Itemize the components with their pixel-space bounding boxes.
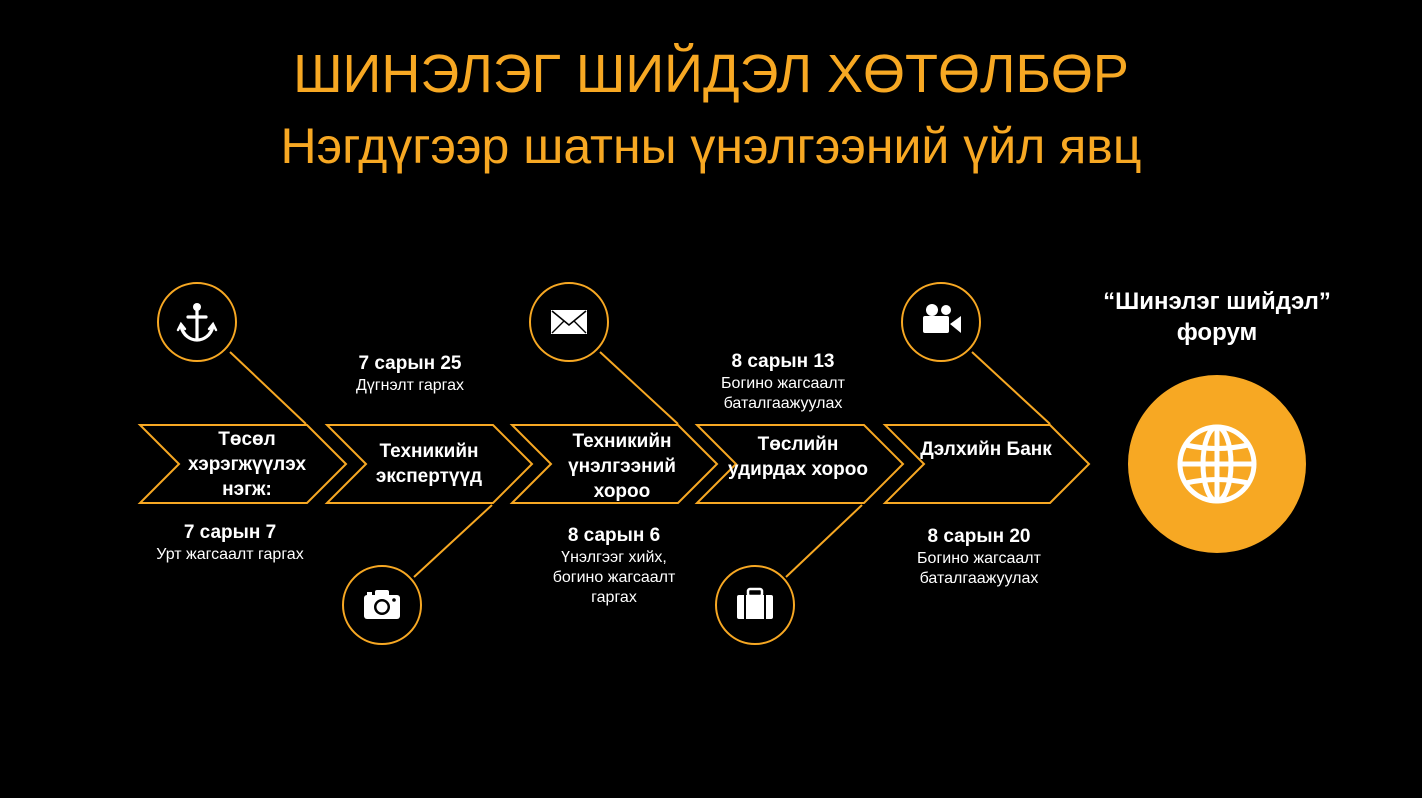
connector-lines [229, 351, 1051, 578]
anchor-icon [176, 303, 218, 342]
step-label-1: Төсөл хэрэгжүүлэх нэгж: [187, 429, 307, 500]
process-chevrons [137, 424, 1091, 504]
camera-icon [364, 590, 400, 619]
milestone-5: 8 сарын 20 Богино жагсаалт баталгаажуула… [869, 524, 1089, 589]
connector-line-1 [229, 351, 307, 425]
chevron-step-2 [324, 424, 534, 504]
chevron-step-5 [882, 424, 1091, 504]
milestone-text: Богино жагсаалт баталгаажуулах [721, 375, 845, 412]
page-subtitle: Нэгдүгээр шатны үнэлгээний үйл явц [280, 118, 1142, 174]
forum-label: “Шинэлэг шийдэл” форум [1103, 288, 1331, 346]
connector-line-4 [785, 504, 863, 578]
step-label-5: Дэлхийн Банк [920, 439, 1052, 460]
milestone-date: 7 сарын 25 [358, 353, 462, 374]
envelope-icon [551, 310, 587, 334]
video-camera-icon [923, 304, 961, 333]
connector-line-2 [413, 504, 493, 578]
step-label-4: Төслийн удирдах хороо [728, 434, 868, 480]
milestone-text: Дүгнэлт гаргах [355, 377, 465, 394]
milestone-date: 7 сарын 7 [183, 522, 277, 543]
milestone-text: Богино жагсаалт баталгаажуулах [917, 550, 1041, 587]
globe-icon [1177, 424, 1257, 504]
connector-line-5 [971, 351, 1051, 425]
chevron-step-3 [509, 424, 719, 504]
icon-circles [157, 282, 981, 645]
milestone-text: Үнэлгээг хийх, богино жагсаалт гаргах [552, 549, 676, 606]
connector-line-3 [599, 351, 679, 425]
chevron-step-4 [694, 424, 905, 504]
milestone-date: 8 сарын 20 [927, 526, 1031, 547]
milestone-4: 8 сарын 13 Богино жагсаалт баталгаажуула… [673, 349, 893, 414]
milestone-2: 7 сарын 25 Дүгнэлт гаргах [300, 351, 520, 396]
milestone-1: 7 сарын 7 Урт жагсаалт гаргах [120, 520, 340, 565]
milestone-date: 8 сарын 13 [731, 351, 835, 372]
chevron-step-1 [137, 424, 348, 504]
milestone-text: Урт жагсаалт гаргах [156, 546, 304, 563]
page-title: ШИНЭЛЭГ ШИЙДЭЛ ХӨТӨЛБӨР [293, 44, 1129, 104]
step-label-2: Техникийн экспертүүд [375, 441, 483, 487]
briefcase-icon [737, 587, 773, 619]
step-label-3: Техникийн үнэлгээний хороо [568, 431, 676, 502]
milestone-3: 8 сарын 6 Үнэлгээг хийх, богино жагсаалт… [504, 523, 724, 608]
milestone-date: 8 сарын 6 [567, 525, 661, 546]
